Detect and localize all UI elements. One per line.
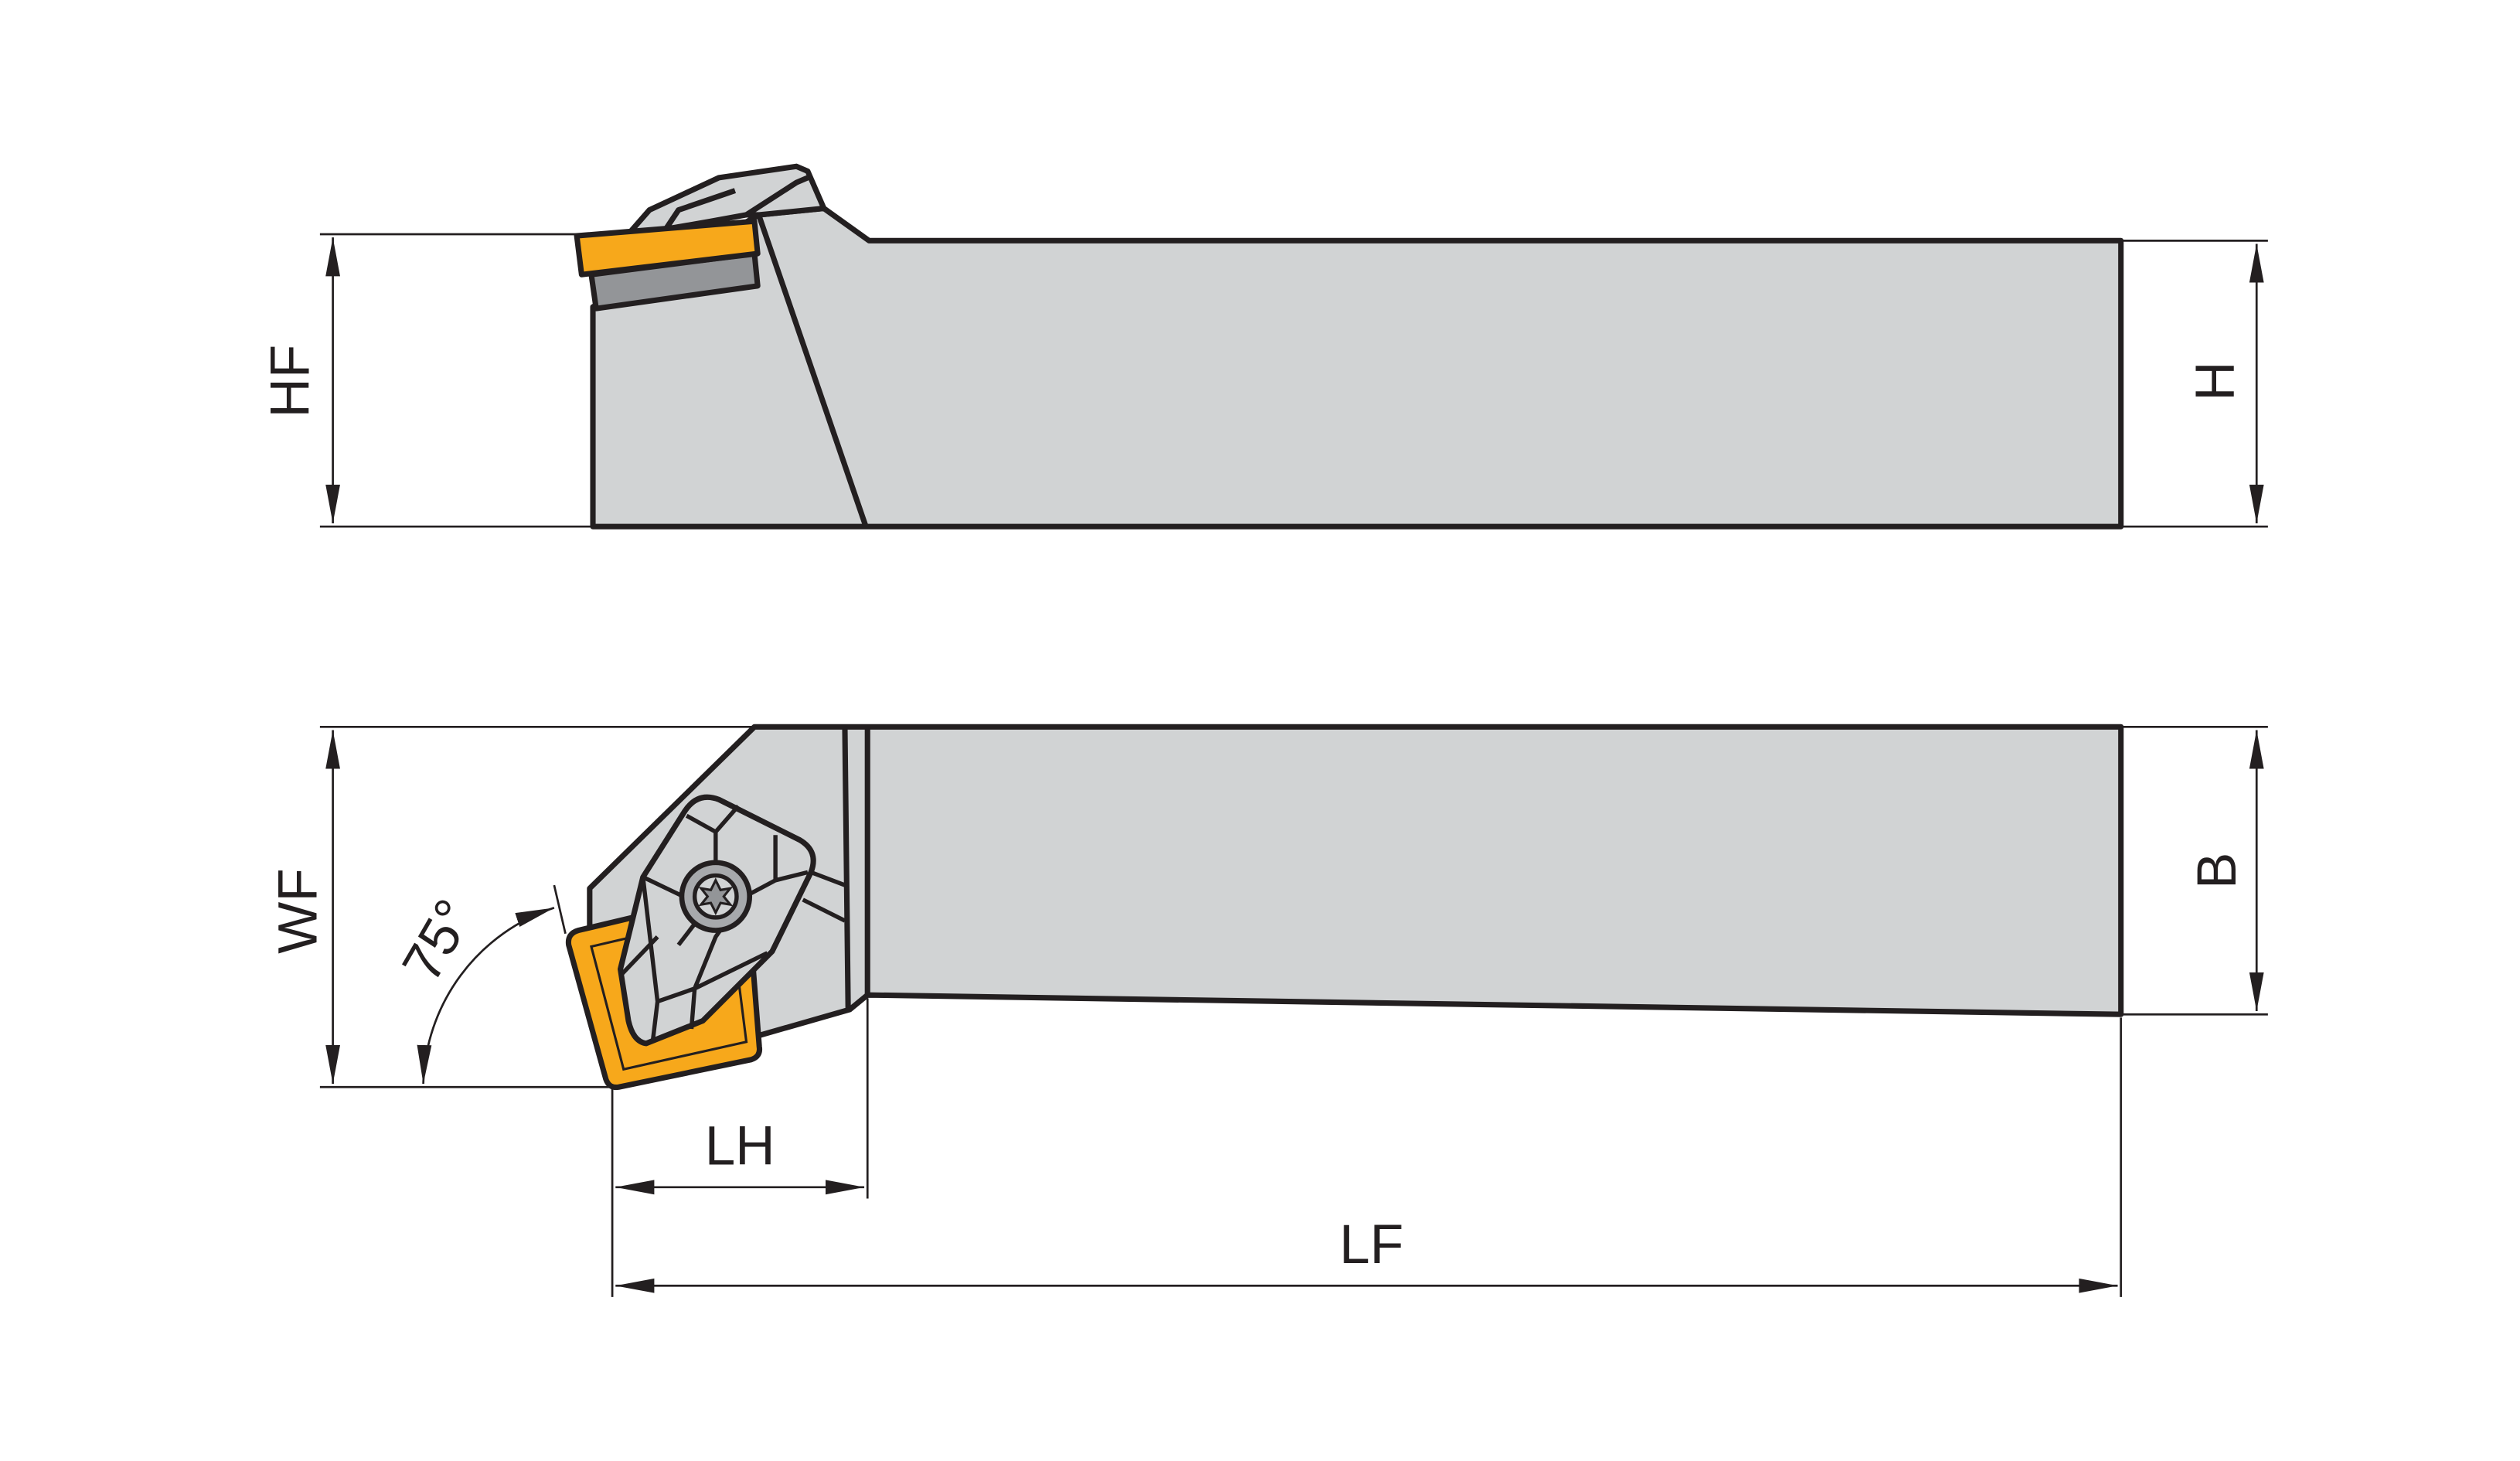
wedge-line bbox=[756, 215, 869, 528]
label-lf: LF bbox=[1340, 1214, 1404, 1275]
label-angle: 75° bbox=[391, 890, 485, 993]
angle-arc bbox=[417, 907, 555, 1085]
label-b: B bbox=[2187, 853, 2248, 889]
insert-side bbox=[574, 218, 761, 278]
torx-icon bbox=[698, 877, 734, 916]
body-groove-lines bbox=[842, 728, 870, 1008]
side-view bbox=[574, 163, 2124, 530]
dimensions bbox=[319, 233, 2268, 1297]
holder-body-top bbox=[587, 724, 2124, 1038]
label-h: H bbox=[2185, 361, 2246, 400]
label-wf: WF bbox=[268, 868, 329, 953]
top-view bbox=[565, 724, 2124, 1091]
holder-body-side bbox=[590, 206, 2124, 530]
clamp-screw bbox=[679, 860, 753, 933]
label-hf: HF bbox=[260, 345, 321, 418]
label-lh: LH bbox=[705, 1116, 775, 1177]
